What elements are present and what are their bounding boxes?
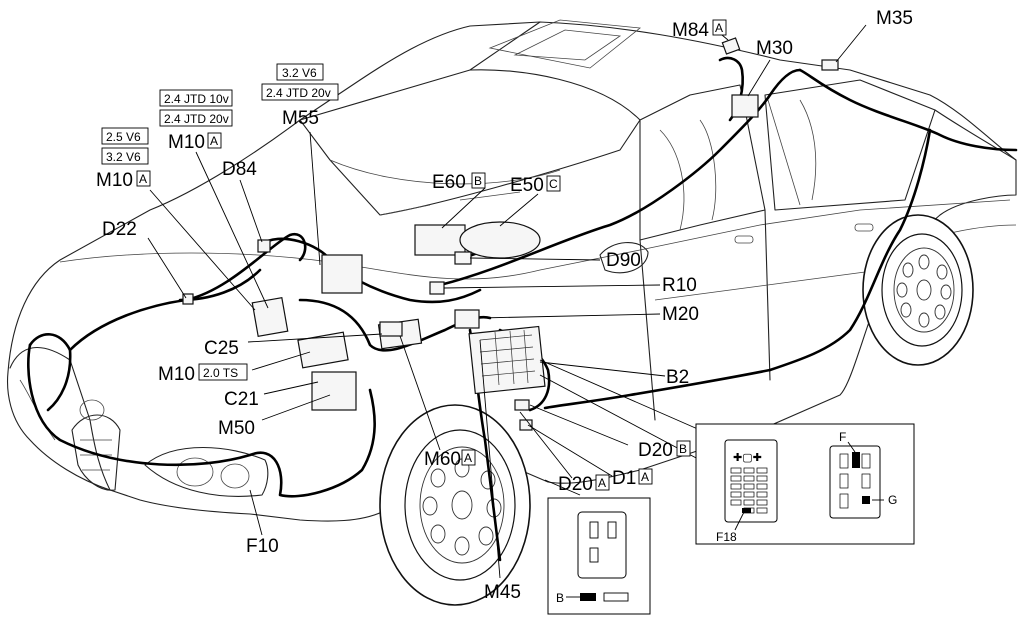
d22-component [182, 293, 194, 305]
label-b2: B2 [666, 367, 689, 388]
label-d22: D22 [102, 219, 137, 240]
label-d20-a-variant: A [598, 476, 606, 490]
label-m55-engine-2: 2.4 JTD 20v [266, 86, 331, 100]
label-d20-a: D20 [558, 474, 593, 495]
inset-label-g: G [888, 493, 897, 507]
label-c25: C25 [204, 338, 239, 359]
front-wheel [379, 404, 531, 606]
label-m10-left-engine-2: 3.2 V6 [106, 150, 141, 164]
label-c21: C21 [224, 389, 259, 410]
label-d84: D84 [222, 159, 257, 180]
label-m35: M35 [876, 8, 913, 29]
label-d20-b: D20 [638, 440, 673, 461]
m30-component [731, 94, 759, 118]
m35-component [821, 59, 839, 71]
component-labels: M84 A M35 M30 3.2 V6 2.4 JTD 20v M55 2.4… [96, 8, 913, 603]
label-d1-variant: A [641, 470, 649, 484]
r10-component [429, 281, 445, 295]
label-f10: F10 [246, 536, 279, 557]
f18-fuse-highlight [742, 508, 751, 513]
label-m45: M45 [484, 582, 521, 603]
e60-component [414, 224, 466, 256]
m10-ts-component [297, 331, 349, 369]
m20-component [454, 309, 480, 329]
label-d90: D90 [606, 250, 641, 271]
label-m50: M50 [218, 418, 255, 439]
label-m55-engine-1: 3.2 V6 [282, 66, 317, 80]
label-m30: M30 [756, 38, 793, 59]
label-m60-variant: A [464, 451, 472, 465]
label-e60-variant: B [474, 174, 482, 188]
d84-component [257, 239, 271, 253]
label-m10-top-engine-1: 2.4 JTD 10v [164, 92, 229, 106]
m55-component [321, 254, 363, 294]
b-pin-highlight [580, 593, 596, 601]
label-m84: M84 [672, 20, 709, 41]
label-m55: M55 [282, 108, 319, 129]
leader-lines [147, 24, 867, 579]
label-d1: D1 [612, 468, 636, 489]
inset-label-f18: F18 [716, 530, 737, 544]
label-m20: M20 [662, 304, 699, 325]
m84-component [721, 37, 741, 55]
components [182, 37, 839, 431]
label-m10-left-engine-1: 2.5 V6 [106, 130, 141, 144]
label-m60: M60 [424, 449, 461, 470]
e50-component [459, 221, 541, 259]
d90-component [454, 251, 472, 265]
label-d20-b-variant: B [679, 442, 687, 456]
label-m10-top-variant: A [210, 134, 218, 148]
label-m84-variant: A [715, 21, 723, 35]
b2-fusebox [468, 325, 546, 395]
d20-component [514, 399, 530, 411]
label-e50-variant: C [549, 177, 558, 191]
label-m10-left-variant: A [139, 172, 147, 186]
g-relay-highlight [862, 496, 870, 504]
inset-b2-fusebox: ✚▢✚ F18 F G [695, 423, 915, 545]
c21-component [311, 371, 357, 411]
m60-component [379, 321, 403, 337]
label-r10: R10 [662, 275, 697, 296]
label-m10-top: M10 [168, 132, 205, 153]
label-m10-ts-engine: 2.0 TS [203, 366, 238, 380]
label-m10-left: M10 [96, 170, 133, 191]
label-m10-top-engine-2: 2.4 JTD 20v [164, 112, 229, 126]
m10-ecu [251, 296, 289, 338]
inset-d20-connector: B [547, 497, 651, 615]
svg-text:✚▢✚: ✚▢✚ [733, 452, 762, 464]
label-e60: E60 [432, 172, 466, 193]
label-m10-ts: M10 [158, 364, 195, 385]
f-fuse-highlight [852, 452, 860, 468]
label-e50: E50 [510, 175, 544, 196]
rear-wheel [862, 214, 974, 366]
inset-label-f: F [839, 430, 846, 444]
inset-label-b: B [556, 591, 564, 605]
